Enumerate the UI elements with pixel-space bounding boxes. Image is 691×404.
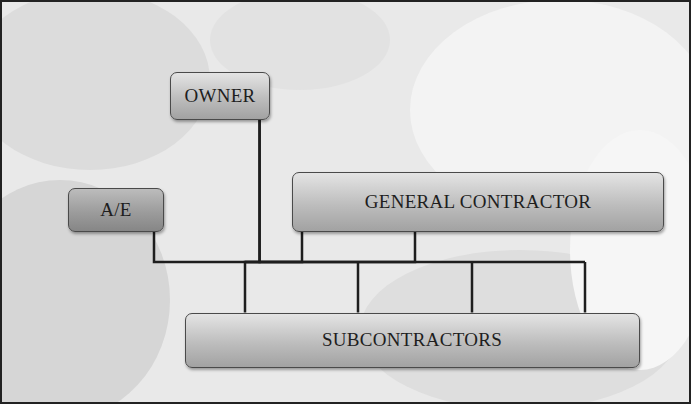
role-label: GENERAL CONTRACTOR	[365, 191, 592, 213]
role-box: OWNER	[170, 72, 269, 120]
connector-line	[154, 120, 260, 262]
role-box: A/E	[68, 188, 164, 232]
connector-line	[245, 232, 415, 313]
role-label: SUBCONTRACTORS	[322, 329, 502, 351]
branch-lines	[245, 262, 585, 313]
role-box: SUBCONTRACTORS	[185, 313, 640, 368]
role-label: OWNER	[184, 85, 255, 107]
role-label: A/E	[100, 199, 132, 221]
role-box: GENERAL CONTRACTOR	[292, 172, 664, 232]
